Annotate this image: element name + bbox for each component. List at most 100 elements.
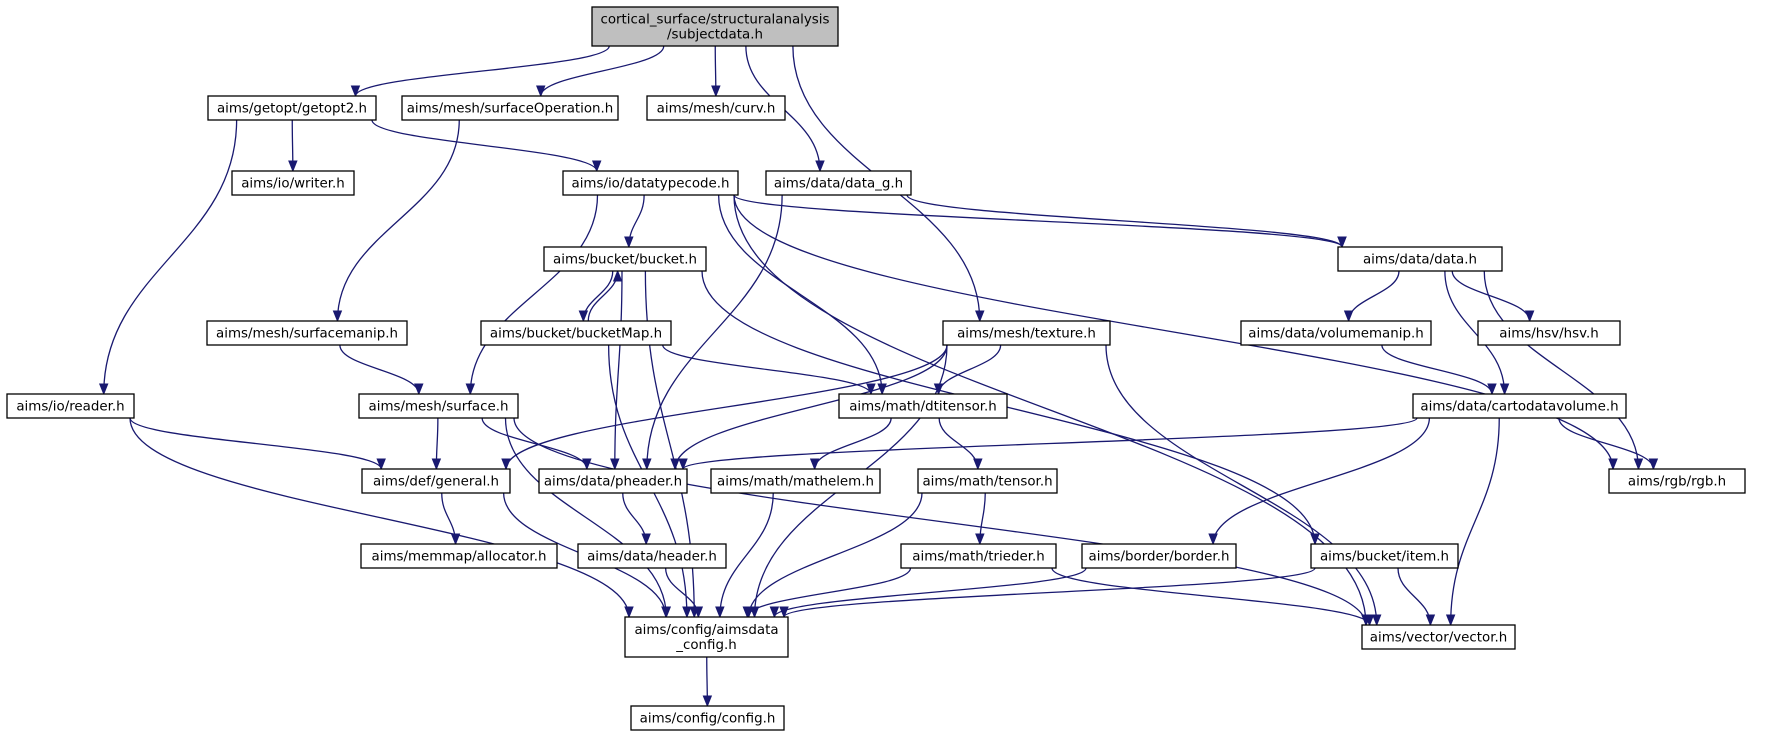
node-label-reader: aims/io/reader.h xyxy=(16,400,124,415)
node-curv[interactable]: aims/mesh/curv.h xyxy=(646,95,786,121)
node-box-subjectdata xyxy=(591,6,839,47)
node-subjectdata[interactable]: cortical_surface/structuralanalysis/subj… xyxy=(591,6,839,47)
node-config[interactable]: aims/config/config.h xyxy=(630,705,785,731)
node-box-data xyxy=(1337,246,1503,272)
node-label-config: aims/config/config.h xyxy=(640,712,776,727)
node-datatypecode[interactable]: aims/io/datatypecode.h xyxy=(562,170,739,196)
arrowhead-getopt2-to-writer xyxy=(288,160,298,173)
nodes-layer: cortical_surface/structuralanalysis/subj… xyxy=(6,6,1746,731)
arrowhead-reader-to-aimsdata_config xyxy=(624,606,634,619)
node-surfacemanip[interactable]: aims/mesh/surfacemanip.h xyxy=(206,320,408,346)
node-box-config xyxy=(630,705,785,731)
edge-dtitensor-to-mathelem xyxy=(813,417,892,470)
node-label-datatypecode: aims/io/datatypecode.h xyxy=(572,177,730,192)
node-reader[interactable]: aims/io/reader.h xyxy=(6,393,135,419)
node-item[interactable]: aims/bucket/item.h xyxy=(1310,543,1459,569)
node-box-border xyxy=(1081,543,1237,569)
node-rgb[interactable]: aims/rgb/rgb.h xyxy=(1608,468,1746,494)
node-box-curv xyxy=(646,95,786,121)
node-cartodatavolume[interactable]: aims/data/cartodatavolume.h xyxy=(1412,393,1627,419)
node-box-volumemanip xyxy=(1240,320,1432,346)
node-border[interactable]: aims/border/border.h xyxy=(1081,543,1237,569)
arrowhead-getopt2-to-reader xyxy=(98,383,109,396)
edge-getopt2-to-datatypecode xyxy=(371,119,598,172)
node-label-header: aims/data/header.h xyxy=(587,550,717,565)
node-box-item xyxy=(1310,543,1459,569)
edge-volumemanip-to-cartodatavolume xyxy=(1381,344,1493,395)
node-box-hsv xyxy=(1477,320,1621,346)
arrowhead-subjectdata-to-curv xyxy=(711,85,721,98)
edge-border-to-aimsdata_config xyxy=(773,567,1087,618)
arrowhead-datatypecode-to-bucket xyxy=(624,236,634,249)
node-dtitensor[interactable]: aims/math/dtitensor.h xyxy=(838,393,1008,419)
node-label-mathelem: aims/math/mathelem.h xyxy=(717,475,874,490)
node-label-pheader: aims/data/pheader.h xyxy=(544,475,682,490)
node-surfaceOperation[interactable]: aims/mesh/surfaceOperation.h xyxy=(401,95,619,121)
arrowhead-trieder-to-vector xyxy=(1364,614,1375,627)
node-writer[interactable]: aims/io/writer.h xyxy=(231,170,355,196)
node-data_g[interactable]: aims/data/data_g.h xyxy=(765,170,912,196)
node-label-getopt2: aims/getopt/getopt2.h xyxy=(217,102,367,117)
arrowhead-bucketMap-to-dtitensor xyxy=(866,383,876,396)
node-bucket[interactable]: aims/bucket/bucket.h xyxy=(543,246,707,272)
arrowhead-bucketMap-to-aimsdata_config xyxy=(682,606,692,619)
node-aimsdata_config[interactable]: aims/config/aimsdata_config.h xyxy=(624,616,789,658)
arrowhead-data_g-to-data xyxy=(1337,236,1347,249)
node-label-volumemanip: aims/data/volumemanip.h xyxy=(1248,327,1423,342)
node-box-allocator xyxy=(360,543,558,569)
node-label-writer: aims/io/writer.h xyxy=(241,177,345,192)
arrowhead-reader-to-general xyxy=(376,458,386,471)
node-getopt2[interactable]: aims/getopt/getopt2.h xyxy=(207,95,377,121)
node-header[interactable]: aims/data/header.h xyxy=(577,543,727,569)
node-label-allocator: aims/memmap/allocator.h xyxy=(372,550,547,565)
edge-data-to-rgb xyxy=(1483,270,1640,470)
arrowhead-surfaceOperation-to-surfacemanip xyxy=(332,310,343,323)
edge-trieder-to-vector xyxy=(1051,567,1371,626)
edge-cartodatavolume-to-vector xyxy=(1450,417,1500,626)
node-label-bucket: aims/bucket/bucket.h xyxy=(553,253,697,268)
node-data[interactable]: aims/data/data.h xyxy=(1337,246,1503,272)
node-texture[interactable]: aims/mesh/texture.h xyxy=(942,320,1111,346)
edge-cartodatavolume-to-rgb xyxy=(1558,417,1655,470)
arrowhead-getopt2-to-datatypecode xyxy=(591,160,602,173)
node-pheader[interactable]: aims/data/pheader.h xyxy=(538,468,688,494)
node-label-rgb: aims/rgb/rgb.h xyxy=(1628,475,1726,490)
node-box-texture xyxy=(942,320,1111,346)
node-surface[interactable]: aims/mesh/surface.h xyxy=(358,393,519,419)
node-mathelem[interactable]: aims/math/mathelem.h xyxy=(710,468,881,494)
edge-surfacemanip-to-surface xyxy=(339,344,420,395)
arrowhead-dtitensor-to-tensor xyxy=(973,458,983,471)
arrowhead-texture-to-general xyxy=(501,458,511,471)
arrowhead-subjectdata-to-surfaceOperation xyxy=(536,85,546,98)
arrowhead-header-to-aimsdata_config xyxy=(693,606,704,619)
node-allocator[interactable]: aims/memmap/allocator.h xyxy=(360,543,558,569)
edge-item-to-aimsdata_config xyxy=(783,567,1316,618)
node-label-aimsdata_config: aims/config/aimsdata xyxy=(634,623,778,638)
node-label-general: aims/def/general.h xyxy=(373,475,499,490)
node-bucketMap[interactable]: aims/bucket/bucketMap.h xyxy=(480,320,672,346)
arrowhead-item-to-vector xyxy=(1425,614,1436,627)
arrowhead-mathelem-to-aimsdata_config xyxy=(715,606,725,619)
edge-dtitensor-to-tensor xyxy=(938,417,979,470)
node-trieder[interactable]: aims/math/trieder.h xyxy=(900,543,1057,569)
edges-layer xyxy=(98,45,1659,708)
node-box-surfaceOperation xyxy=(401,95,619,121)
edge-data_g-to-pheader xyxy=(646,194,783,470)
arrowhead-tensor-to-trieder xyxy=(975,533,985,546)
node-volumemanip[interactable]: aims/data/volumemanip.h xyxy=(1240,320,1432,346)
edge-bucketMap-to-bucket xyxy=(587,270,619,322)
arrowhead-border-to-aimsdata_config xyxy=(769,606,780,619)
arrowhead-subjectdata-to-texture xyxy=(975,310,985,323)
node-label-dtitensor: aims/math/dtitensor.h xyxy=(849,400,997,415)
arrowhead-subjectdata-to-getopt2 xyxy=(350,85,361,98)
arrowhead-aimsdata_config-to-config xyxy=(702,695,713,708)
arrowhead-surfacemanip-to-surface xyxy=(414,383,424,396)
node-vector[interactable]: aims/vector/vector.h xyxy=(1361,624,1516,650)
node-label-cartodatavolume: aims/data/cartodatavolume.h xyxy=(1420,400,1618,415)
node-hsv[interactable]: aims/hsv/hsv.h xyxy=(1477,320,1621,346)
node-tensor[interactable]: aims/math/tensor.h xyxy=(917,468,1058,494)
arrowhead-datatypecode-to-surface xyxy=(465,383,476,396)
arrowhead-bucket-to-pheader xyxy=(610,458,620,471)
node-general[interactable]: aims/def/general.h xyxy=(361,468,511,494)
